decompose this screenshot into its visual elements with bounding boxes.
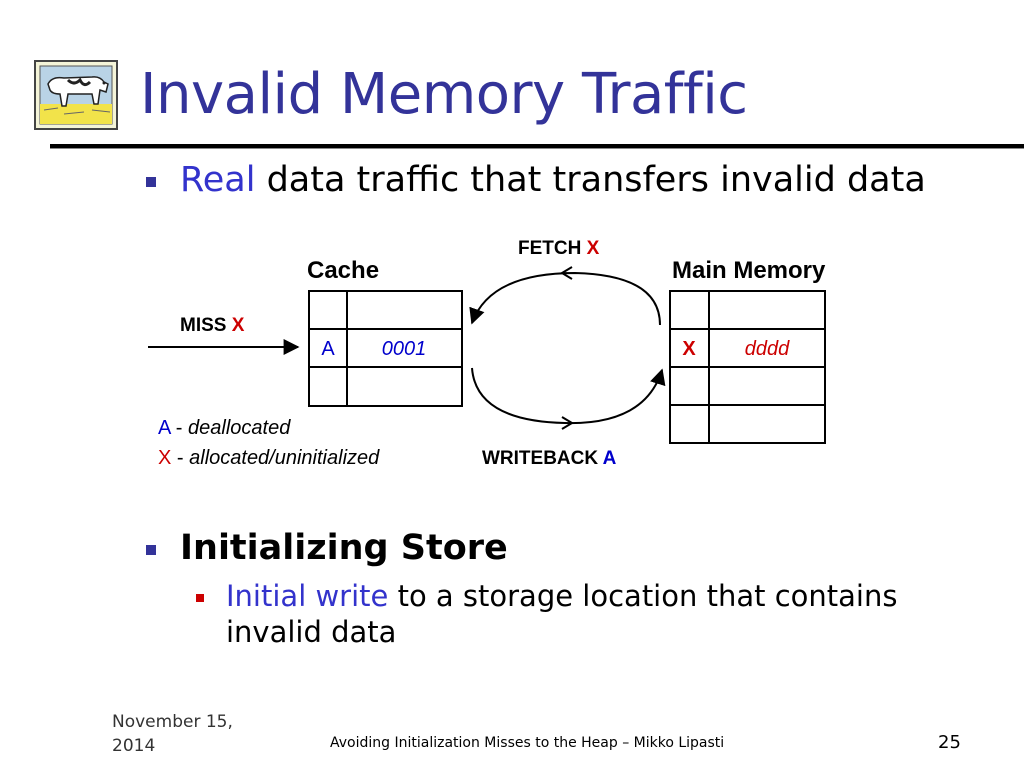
bullet-marker — [146, 545, 156, 555]
bullet-initializing-store: Initializing Store — [180, 528, 508, 568]
bullet-text: data traffic that transfers invalid data — [255, 160, 926, 200]
writeback-label: WRITEBACK A — [482, 448, 617, 469]
sub-bullet-initial-write: Initial write to a storage location that… — [226, 578, 966, 650]
writeback-arrow — [471, 367, 666, 425]
memory-table — [669, 290, 826, 444]
bullet-highlight: Real — [180, 160, 256, 200]
memory-data: dddd — [745, 338, 790, 360]
fetch-label: FETCH X — [518, 238, 600, 259]
cache-tag: A — [321, 338, 335, 360]
sub-bullet-text: to a storage location that contains inva… — [226, 579, 898, 649]
legend-uninitialized: X - allocated/uninitialized — [158, 447, 380, 469]
memory-traffic-diagram: Cache Main Memory FETCH X WRITEBACK A MI… — [140, 225, 880, 475]
legend-deallocated: A - deallocated — [158, 417, 291, 439]
cache-data: 0001 — [382, 338, 427, 360]
cache-label: Cache — [307, 257, 379, 284]
slide-title: Invalid Memory Traffic — [140, 62, 748, 127]
fetch-arrow — [469, 271, 661, 326]
footer-date: November 15, 2014 — [112, 712, 233, 756]
footer-title: Avoiding Initialization Misses to the He… — [330, 735, 725, 751]
sub-bullet-highlight: Initial write — [226, 579, 389, 613]
cow-logo-icon — [34, 60, 118, 130]
cache-table — [308, 290, 463, 407]
writeback-arrow-mid — [561, 416, 574, 430]
memory-tag: X — [682, 338, 696, 360]
miss-label: MISS X — [180, 315, 245, 336]
fetch-arrow-mid — [560, 266, 573, 280]
title-divider-thin — [50, 148, 1024, 149]
bullet-real-traffic: Real data traffic that transfers invalid… — [180, 160, 926, 200]
memory-label: Main Memory — [672, 257, 826, 284]
sub-bullet-marker — [196, 594, 204, 602]
bullet-marker — [146, 177, 156, 187]
title-divider — [50, 144, 1024, 148]
page-number: 25 — [938, 732, 961, 753]
